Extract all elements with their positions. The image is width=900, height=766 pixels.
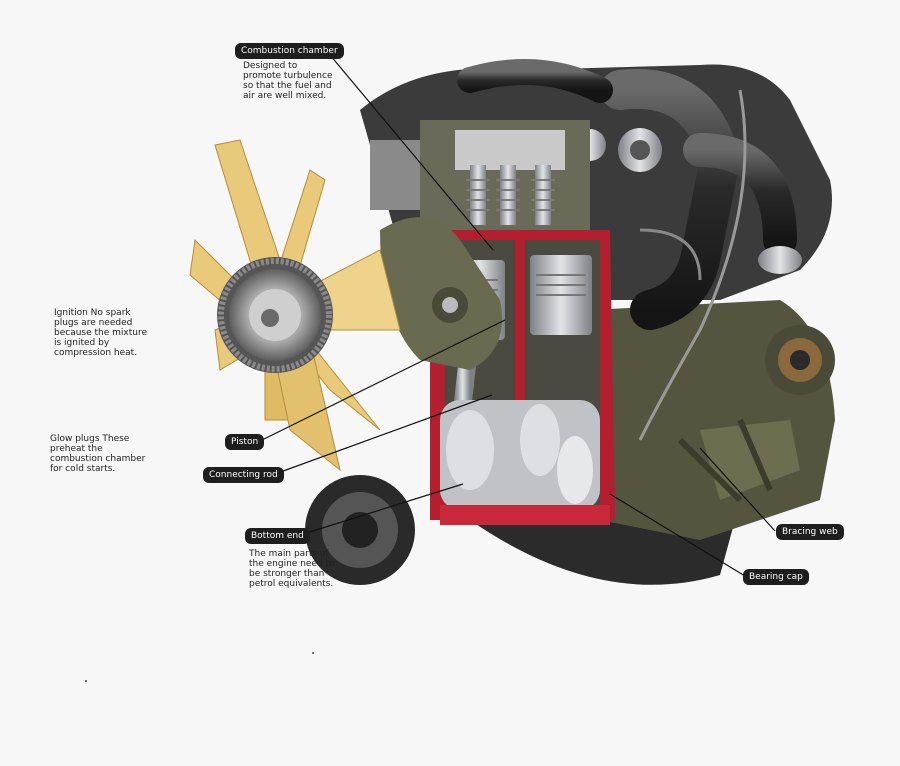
- label-piston: Piston: [225, 434, 265, 450]
- note-glow-plugs: Glow plugs These preheat the combustion …: [50, 434, 146, 474]
- timing-cover: [380, 217, 502, 370]
- cylinder-head: [370, 120, 590, 250]
- fan-pulley: [217, 257, 333, 373]
- note-bottom-end: The main parts of the engine need to be …: [249, 549, 335, 589]
- leader-bracing-web: [699, 447, 776, 532]
- engine-block: [580, 300, 835, 540]
- note-combustion-chamber: Designed to promote turbulence so that t…: [243, 61, 333, 101]
- leader-connecting-rod: [274, 394, 493, 475]
- speck: [312, 652, 314, 654]
- label-connecting-rod: Connecting rod: [203, 467, 284, 483]
- label-combustion-chamber: Combustion chamber: [235, 43, 344, 59]
- note-ignition: Ignition No spark plugs are needed becau…: [54, 308, 148, 358]
- leader-bottom-end: [299, 483, 464, 536]
- leader-lines: [261, 54, 776, 577]
- speck: [85, 680, 87, 682]
- label-bearing-cap: Bearing cap: [743, 569, 809, 585]
- label-bracing-web: Bracing web: [776, 524, 844, 540]
- leader-piston: [261, 319, 506, 441]
- leader-bearing-cap: [609, 493, 746, 577]
- leader-combustion-chamber: [329, 54, 494, 251]
- label-bottom-end: Bottom end: [245, 528, 310, 544]
